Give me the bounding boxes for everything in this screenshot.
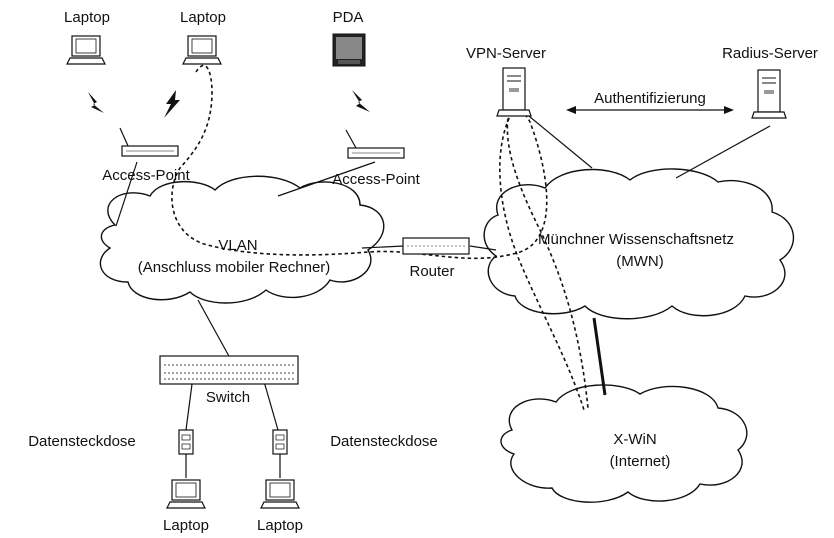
label-vlan-subtitle: (Anschluss mobiler Rechner)	[138, 259, 331, 276]
link-switch-socket-left	[185, 383, 193, 431]
label-mwn: Münchner Wissenschaftsnetz	[538, 231, 734, 248]
laptop-icon	[182, 35, 222, 65]
xwin-cloud	[500, 384, 748, 503]
label-authentifizierung: Authentifizierung	[594, 90, 706, 107]
router-icon	[402, 237, 470, 255]
link-router-mwn	[469, 245, 497, 251]
link-switch-socket-right	[262, 377, 279, 431]
switch-icon	[159, 355, 299, 385]
label-access-point-left: Access-Point	[102, 167, 190, 184]
label-vlan: VLAN	[218, 237, 257, 254]
label-radius-server: Radius-Server	[722, 45, 818, 62]
label-laptop-bottom-left: Laptop	[163, 517, 209, 534]
link-ap-left-vlan	[115, 161, 138, 227]
label-xwin: X-WiN	[613, 431, 656, 448]
vlan-cloud	[99, 175, 385, 304]
mwn-cloud	[483, 168, 795, 320]
link-vlan-switch	[197, 299, 231, 359]
label-xwin-subtitle: (Internet)	[610, 453, 671, 470]
label-vpn-server: VPN-Server	[466, 45, 546, 62]
wireless-lightning-icon	[164, 90, 180, 118]
wireless-lightning-icon	[88, 92, 104, 113]
server-icon	[496, 67, 532, 117]
label-pda: PDA	[333, 9, 364, 26]
link-radius-mwn	[675, 125, 771, 179]
label-datensteckdose-right: Datensteckdose	[330, 433, 438, 450]
laptop-icon	[66, 35, 106, 65]
auth-arrowhead-right	[724, 106, 734, 114]
link-ap-right-vlan	[277, 161, 376, 197]
label-switch: Switch	[206, 389, 250, 406]
laptop-icon	[166, 479, 206, 509]
link-mwn-xwin	[592, 317, 607, 396]
wall-socket-icon	[178, 429, 194, 455]
access-point-icon	[119, 127, 179, 157]
auth-arrowhead-left	[566, 106, 576, 114]
label-router: Router	[409, 263, 454, 280]
label-access-point-right: Access-Point	[332, 171, 420, 188]
label-laptop-top-mid: Laptop	[180, 9, 226, 26]
link-vlan-router	[361, 245, 405, 249]
label-laptop-bottom-right: Laptop	[257, 517, 303, 534]
label-datensteckdose-left: Datensteckdose	[28, 433, 136, 450]
vpn-tunnel-path-return	[499, 111, 585, 411]
pda-icon	[332, 33, 366, 67]
label-mwn-subtitle: (MWN)	[616, 253, 663, 270]
access-point-icon	[345, 129, 405, 159]
link-vpn-mwn	[523, 111, 593, 169]
label-laptop-top-left: Laptop	[64, 9, 110, 26]
laptop-icon	[260, 479, 300, 509]
server-icon	[751, 69, 787, 119]
wall-socket-icon	[272, 429, 288, 455]
wireless-lightning-icon	[352, 90, 370, 112]
